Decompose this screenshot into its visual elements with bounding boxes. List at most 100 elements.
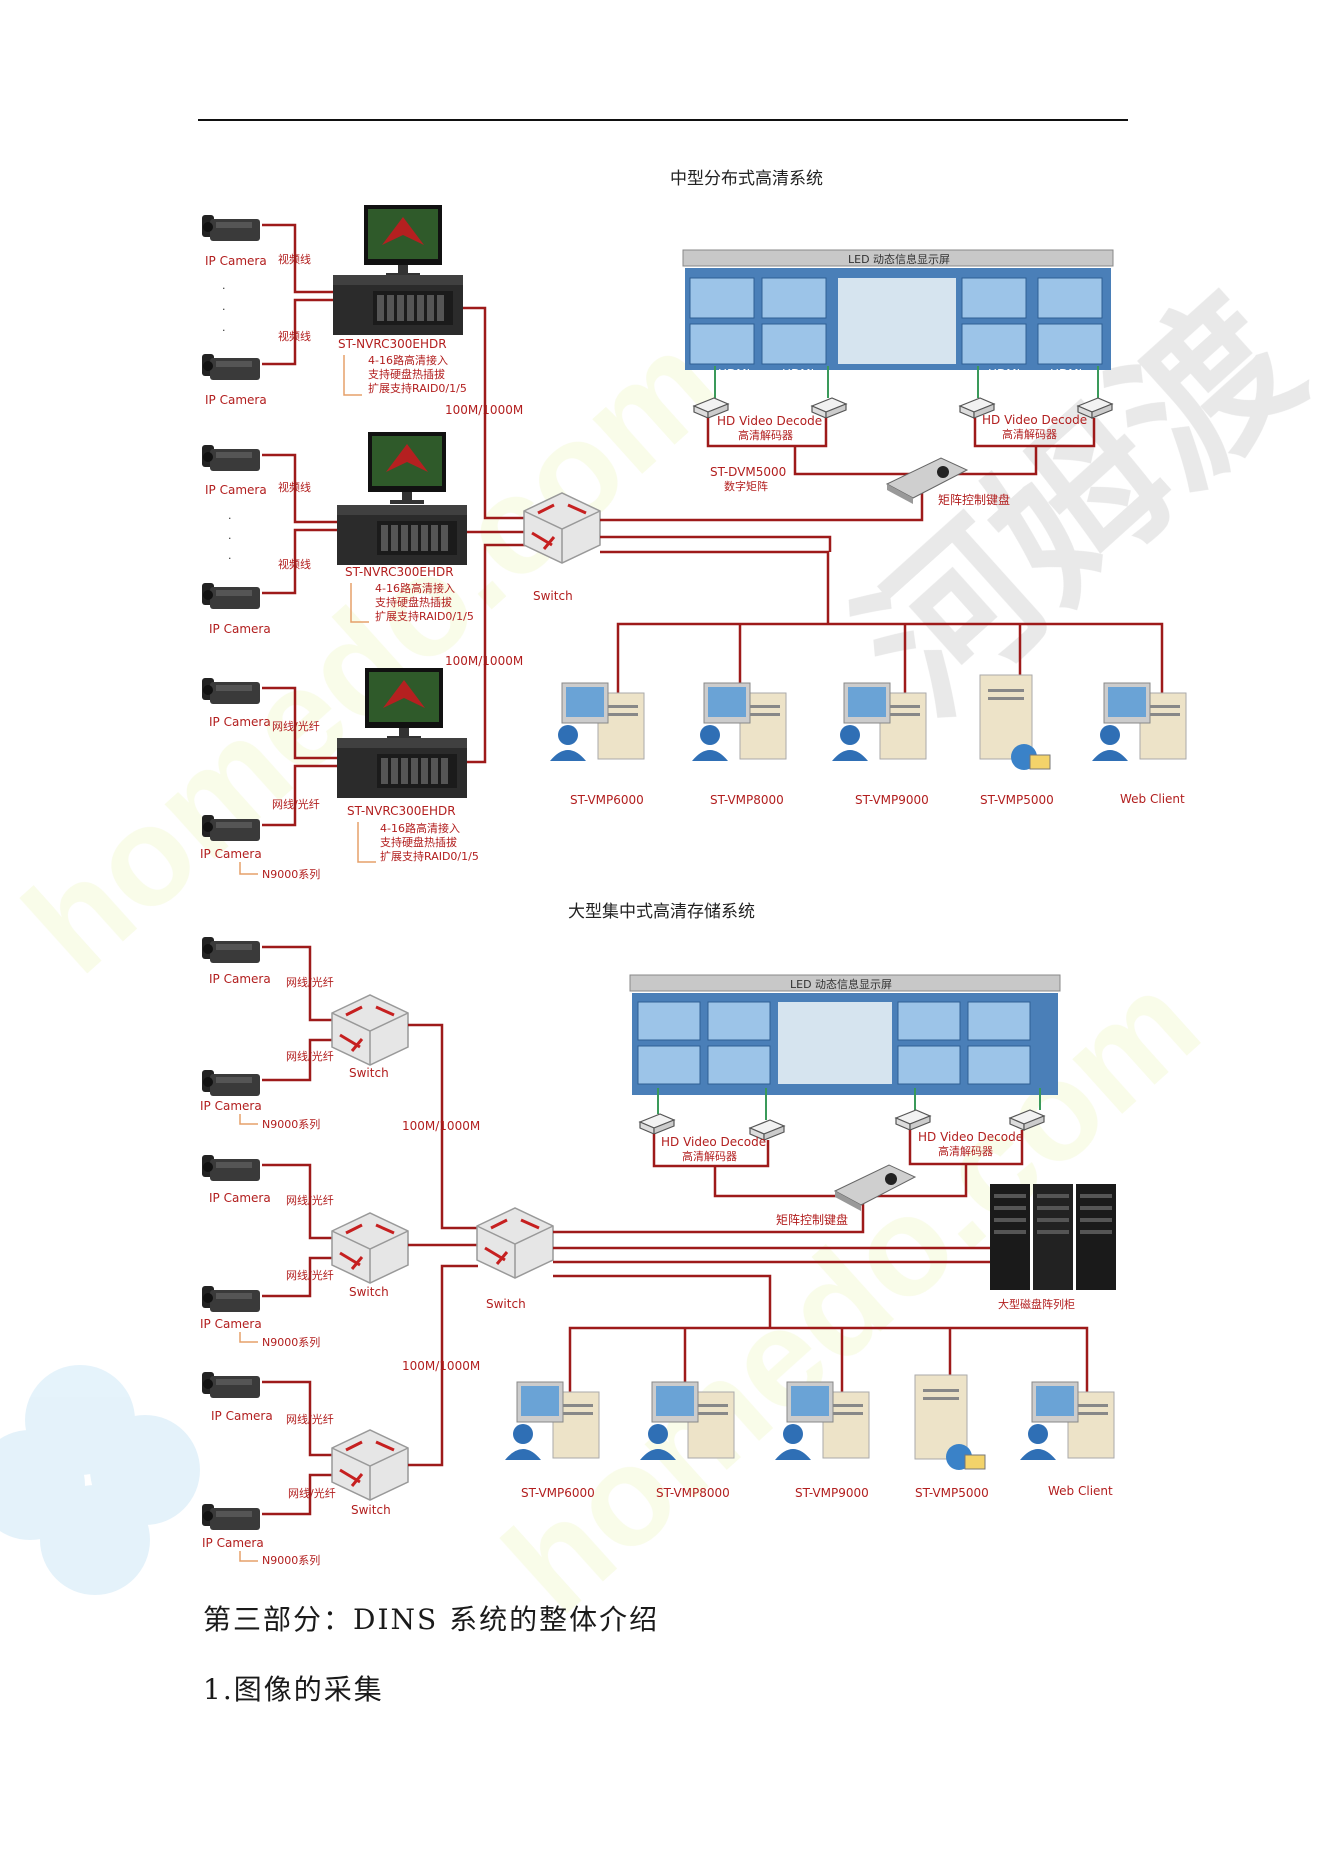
decoder-label-en: HD Video Decode bbox=[982, 413, 1087, 427]
subsection-heading: 1.图像的采集 bbox=[203, 1673, 384, 1706]
switch-label: Switch bbox=[351, 1503, 391, 1517]
workstation-icon bbox=[504, 1381, 600, 1461]
video-wall-tiles bbox=[689, 277, 1103, 365]
video-wall-tiles bbox=[637, 1001, 1031, 1085]
client-label: ST-VMP6000 bbox=[570, 793, 644, 807]
client-label: ST-VMP8000 bbox=[656, 1486, 730, 1500]
workstation-icon bbox=[639, 1381, 735, 1461]
nvr-model: ST-NVRC300EHDR bbox=[345, 565, 454, 579]
ellipsis-dot: · bbox=[228, 532, 232, 545]
nvr-desc: 支持硬盘热插拔 bbox=[380, 835, 457, 849]
decoder-label-cn: 高清解码器 bbox=[682, 1149, 737, 1163]
hdmi-label: HDMI bbox=[988, 367, 1020, 381]
hdmi-label: HDMI bbox=[924, 1093, 956, 1107]
switch-label: Switch bbox=[533, 589, 573, 603]
nvr-desc: 支持硬盘热插拔 bbox=[368, 367, 445, 381]
client-label: ST-VMP9000 bbox=[855, 793, 929, 807]
section-heading: 第三部分：DINS 系统的整体介绍 bbox=[203, 1603, 660, 1636]
camera-label: IP Camera bbox=[209, 715, 271, 729]
led-banner: LED 动态信息显示屏 bbox=[790, 977, 892, 991]
nvr-model: ST-NVRC300EHDR bbox=[338, 337, 447, 351]
camera-label: IP Camera bbox=[200, 1317, 262, 1331]
decoder-icon bbox=[639, 1113, 675, 1135]
series-label: N9000系列 bbox=[262, 1117, 320, 1131]
switch-label: Switch bbox=[486, 1297, 526, 1311]
workstation-icon bbox=[774, 1381, 870, 1461]
camera-icon bbox=[202, 1504, 260, 1530]
flower-logo bbox=[0, 1365, 200, 1595]
nvr-model: ST-NVRC300EHDR bbox=[347, 804, 456, 818]
decoder-label-cn: 高清解码器 bbox=[738, 428, 793, 442]
diagram-title: 中型分布式高清系统 bbox=[670, 169, 823, 189]
decoder-label-cn: 高清解码器 bbox=[938, 1144, 993, 1158]
cable-label: 网线/光纤 bbox=[288, 1486, 336, 1500]
keyboard-label: 矩阵控制键盘 bbox=[938, 492, 1010, 507]
nvr-desc: 扩展支持RAID0/1/5 bbox=[368, 381, 467, 395]
ellipsis-dot: · bbox=[222, 282, 226, 295]
decoder-label-en: HD Video Decode bbox=[918, 1130, 1023, 1144]
decoder-icon bbox=[1009, 1109, 1045, 1131]
bandwidth-label: 100M/1000M bbox=[402, 1119, 480, 1133]
switch-icon bbox=[330, 993, 410, 1067]
hdmi-label: HDMI bbox=[666, 1095, 698, 1109]
camera-icon bbox=[202, 1286, 260, 1312]
decoder-label-en: HD Video Decode bbox=[717, 414, 822, 428]
camera-label: IP Camera bbox=[209, 972, 271, 986]
hdmi-label: HDMI bbox=[718, 367, 750, 381]
decoder-label-cn: 高清解码器 bbox=[1002, 427, 1057, 441]
client-label: Web Client bbox=[1048, 1484, 1113, 1498]
client-label: Web Client bbox=[1120, 792, 1185, 806]
camera-label: IP Camera bbox=[205, 483, 267, 497]
storage-label: 大型磁盘阵列柜 bbox=[998, 1297, 1075, 1311]
camera-label: IP Camera bbox=[200, 1099, 262, 1113]
camera-label: IP Camera bbox=[205, 393, 267, 407]
client-label: ST-VMP8000 bbox=[710, 793, 784, 807]
switch-icon bbox=[330, 1211, 410, 1285]
hdmi-label: HDMI bbox=[726, 1095, 758, 1109]
video-wall-center bbox=[778, 1002, 892, 1084]
header-rule bbox=[198, 119, 1128, 121]
keyboard-label: 矩阵控制键盘 bbox=[776, 1212, 848, 1227]
series-label: N9000系列 bbox=[262, 1335, 320, 1349]
camera-label: IP Camera bbox=[209, 622, 271, 636]
switch-label: Switch bbox=[349, 1066, 389, 1080]
ellipsis-dot: · bbox=[222, 324, 226, 337]
hdmi-label: HDMI bbox=[1050, 367, 1082, 381]
camera-icon bbox=[202, 937, 260, 963]
diagram-title: 大型集中式高清存储系统 bbox=[568, 902, 755, 922]
camera-label: IP Camera bbox=[209, 1191, 271, 1205]
switch-icon bbox=[475, 1206, 555, 1280]
camera-icon bbox=[202, 1155, 260, 1181]
video-wall-center bbox=[838, 278, 956, 364]
client-label: ST-VMP5000 bbox=[915, 1486, 989, 1500]
camera-label: IP Camera bbox=[200, 847, 262, 861]
nvr-desc: 4-16路高清接入 bbox=[380, 821, 460, 835]
nvr-desc: 4-16路高清接入 bbox=[368, 353, 448, 367]
nvr-desc: 支持硬盘热插拔 bbox=[375, 595, 452, 609]
ellipsis-dot: · bbox=[222, 303, 226, 316]
camera-label: IP Camera bbox=[202, 1536, 264, 1550]
switch-icon bbox=[330, 1428, 410, 1502]
ellipsis-dot: · bbox=[228, 552, 232, 565]
client-label: ST-VMP9000 bbox=[795, 1486, 869, 1500]
hdmi-label: HDMI bbox=[782, 367, 814, 381]
nvr-desc: 扩展支持RAID0/1/5 bbox=[380, 849, 479, 863]
nvr-desc: 4-16路高清接入 bbox=[375, 581, 455, 595]
camera-icon bbox=[202, 1372, 260, 1398]
keyboard-icon bbox=[834, 1164, 916, 1212]
matrix-label: 数字矩阵 bbox=[724, 479, 768, 493]
hdmi-label: HDMI bbox=[982, 1093, 1014, 1107]
workstation-icon bbox=[1019, 1381, 1115, 1461]
matrix-model: ST-DVM5000 bbox=[710, 465, 786, 479]
ellipsis-dot: · bbox=[228, 512, 232, 525]
client-label: ST-VMP6000 bbox=[521, 1486, 595, 1500]
camera-label: IP Camera bbox=[211, 1409, 273, 1423]
series-label: N9000系列 bbox=[262, 867, 320, 881]
bandwidth-label: 100M/1000M bbox=[402, 1359, 480, 1373]
led-banner: LED 动态信息显示屏 bbox=[848, 252, 950, 266]
camera-icon bbox=[202, 1070, 260, 1096]
storage-rack-icon bbox=[990, 1184, 1116, 1290]
decoder-icon bbox=[895, 1109, 931, 1131]
